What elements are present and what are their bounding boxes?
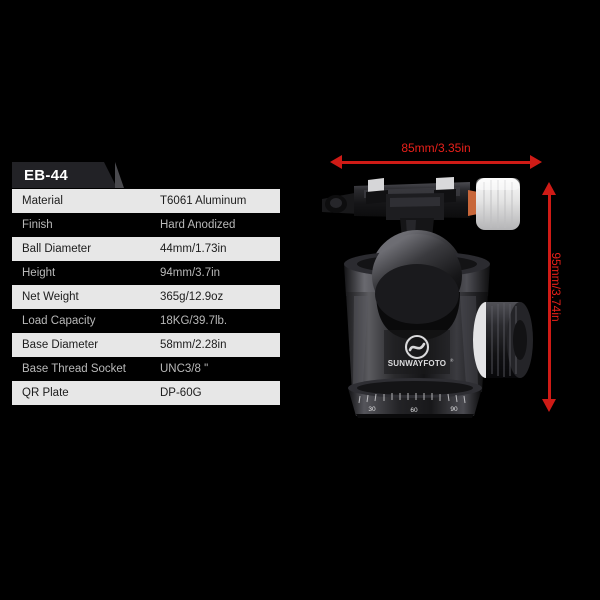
spec-key: QR Plate — [12, 381, 150, 405]
spec-key: Finish — [12, 213, 150, 237]
quick-release-clamp — [322, 177, 470, 238]
product-image-ball-head: SUNWAYFOTO ® — [320, 172, 535, 420]
height-dimension-label: 95mm/3.74in — [549, 252, 563, 322]
spec-value: 18KG/39.7lb. — [150, 309, 280, 333]
spec-value: 365g/12.9oz — [150, 285, 280, 309]
table-row: Material T6061 Aluminum — [12, 189, 280, 213]
ball-head-illustration: SUNWAYFOTO ® — [322, 177, 533, 418]
spec-value: DP-60G — [150, 381, 280, 405]
brand-logo-text: SUNWAYFOTO — [388, 359, 446, 368]
arrow-up-icon — [542, 182, 556, 195]
specification-table: Material T6061 Aluminum Finish Hard Anod… — [12, 189, 280, 405]
spec-value: Hard Anodized — [150, 213, 280, 237]
model-badge: EB-44 — [12, 162, 124, 188]
table-row: Net Weight 365g/12.9oz — [12, 285, 280, 309]
spec-key: Net Weight — [12, 285, 150, 309]
specification-panel: EB-44 Material T6061 Aluminum Finish Har… — [12, 162, 280, 405]
model-badge-label: EB-44 — [24, 166, 69, 184]
spec-key: Material — [12, 189, 150, 213]
brand-logo: SUNWAYFOTO ® — [384, 330, 454, 374]
arrow-right-icon — [530, 155, 542, 169]
badge-slant-shape — [104, 162, 117, 188]
table-row: QR Plate DP-60G — [12, 381, 280, 405]
table-row: Load Capacity 18KG/39.7lb. — [12, 309, 280, 333]
table-row: Ball Diameter 44mm/1.73in — [12, 237, 280, 261]
badge-slant-accent-shape — [115, 162, 124, 188]
height-dimension-annotation: 95mm/3.74in — [538, 182, 572, 412]
white-locking-knob — [468, 178, 520, 230]
spec-key: Base Diameter — [12, 333, 150, 357]
spec-value: 94mm/3.7in — [150, 261, 280, 285]
spec-value: UNC3/8 " — [150, 357, 280, 381]
specification-table-body: Material T6061 Aluminum Finish Hard Anod… — [12, 189, 280, 405]
registered-mark-icon: ® — [450, 357, 454, 363]
spec-key: Base Thread Socket — [12, 357, 150, 381]
scale-label: 90 — [450, 406, 458, 413]
width-dimension-annotation: 85mm/3.35in — [330, 140, 542, 170]
spec-value: 44mm/1.73in — [150, 237, 280, 261]
table-row: Base Diameter 58mm/2.28in — [12, 333, 280, 357]
scale-label: 60 — [410, 407, 418, 414]
spec-key: Height — [12, 261, 150, 285]
wave-circle-icon — [404, 334, 430, 360]
spec-key: Load Capacity — [12, 309, 150, 333]
spec-key: Ball Diameter — [12, 237, 150, 261]
black-knurled-locking-knob — [473, 302, 533, 378]
scale-label: 30 — [368, 406, 376, 413]
panning-base-with-degree-scale: 30 60 90 — [348, 378, 482, 418]
arrow-down-icon — [542, 399, 556, 412]
degree-tick-marks — [358, 393, 466, 404]
degree-scale-labels: 30 60 90 — [368, 406, 458, 414]
table-row: Height 94mm/3.7in — [12, 261, 280, 285]
table-row: Base Thread Socket UNC3/8 " — [12, 357, 280, 381]
spec-value: 58mm/2.28in — [150, 333, 280, 357]
arrow-left-icon — [330, 155, 342, 169]
spec-value: T6061 Aluminum — [150, 189, 280, 213]
dimension-line — [548, 193, 551, 401]
table-row: Finish Hard Anodized — [12, 213, 280, 237]
width-dimension-label: 85mm/3.35in — [401, 141, 471, 155]
wave-mark-icon — [408, 342, 426, 352]
dimension-line — [340, 161, 532, 164]
